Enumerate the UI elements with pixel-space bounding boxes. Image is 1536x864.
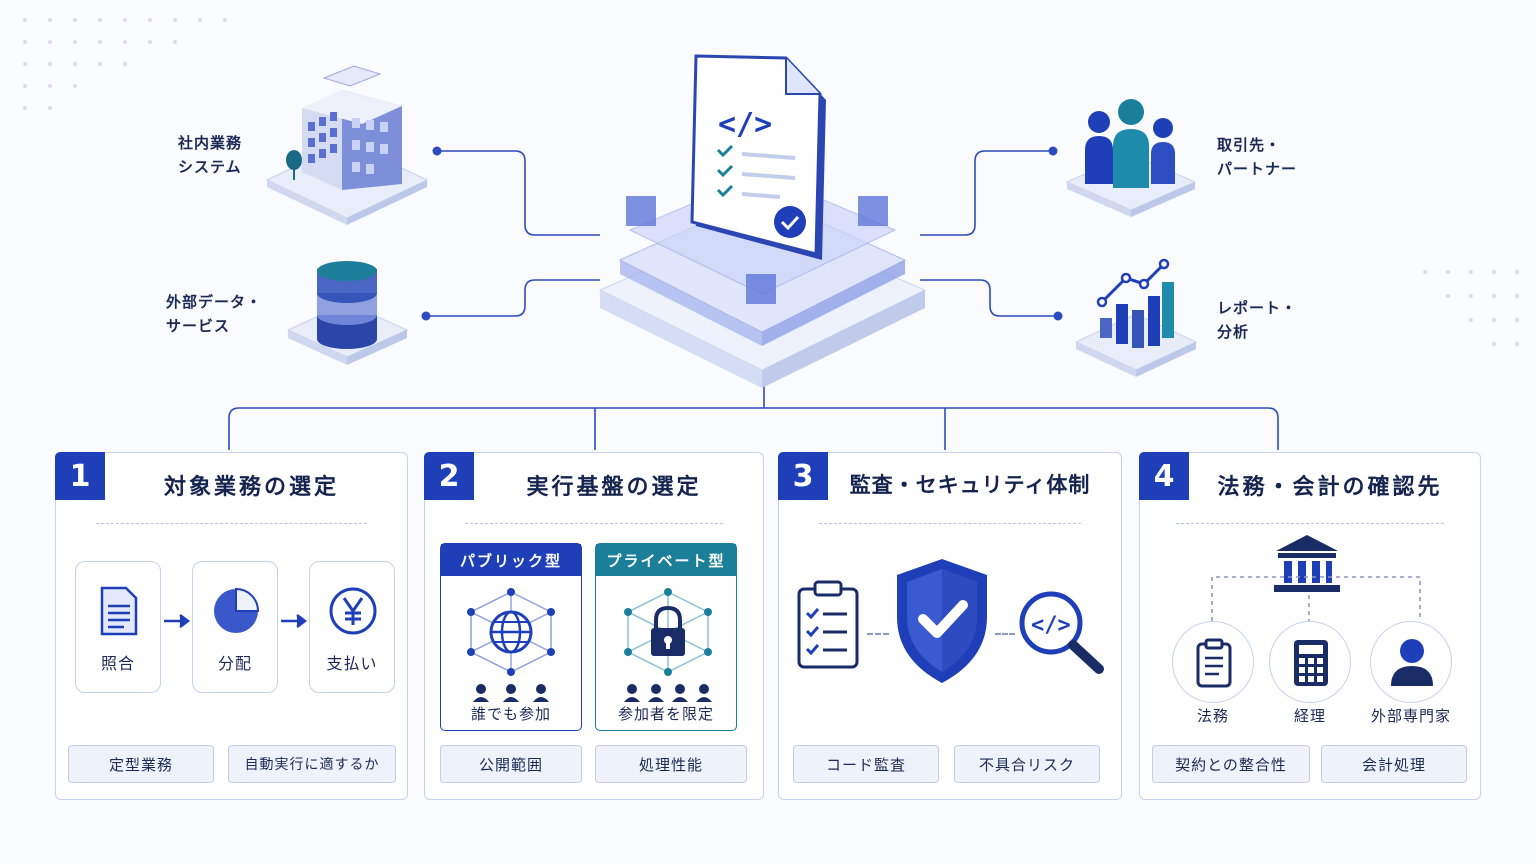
panel-3-divider [819,523,1081,524]
yen-icon [329,587,377,635]
step-label: 分配 [217,654,252,673]
panel-4: 4 法務・会計の確認先 法務 [1139,452,1481,800]
dash-connector [995,633,1015,635]
contract-document-icon: </> [598,54,927,388]
panel-3-number: 3 [778,452,828,500]
code-search-icon: </> [1019,591,1104,674]
panel-1-number: 1 [55,452,105,500]
expert-accounting [1269,621,1351,703]
panel-3-title: 監査・セキュリティ体制 [849,473,1091,497]
chip-automation-fit: 自動実行に適するか [228,745,396,783]
calculator-icon [1294,640,1328,686]
panel-2: 2 実行基盤の選定 パブリック型 誰でも参加 [424,452,764,800]
expert-external-specialist [1370,621,1452,703]
svg-text:</>: </> [1031,613,1071,638]
public-type-label: 誰でも参加 [470,705,551,723]
building-icon [265,65,429,225]
lock-network-icon [624,588,712,702]
label-internal-system: 社内業務 システム [178,134,243,176]
public-type-card: パブリック型 誰でも参加 [440,543,582,731]
label-partners: 取引先・ パートナー [1217,136,1298,178]
private-type-header: プライベート型 [596,544,736,576]
chip-performance: 処理性能 [595,745,747,783]
panel-2-number: 2 [424,452,474,500]
pie-chart-icon [214,587,260,633]
expert-legal [1172,621,1254,703]
panel-4-number: 4 [1139,452,1189,500]
chip-routine-work: 定型業務 [68,745,214,783]
bank-icon [1274,535,1340,592]
clipboard-icon [1196,638,1232,688]
panel-3: 3 監査・セキュリティ体制 </> コード監査 不具合リスク [778,452,1122,800]
label-external-data: 外部データ・ サービス [166,293,263,335]
label-reports: レポート・ 分析 [1217,299,1298,341]
expert-label: 経理 [1293,707,1326,725]
public-type-header: パブリック型 [441,544,581,576]
database-icon [286,261,409,365]
chip-accounting-treatment: 会計処理 [1321,745,1467,783]
private-type-label: 参加者を限定 [617,705,714,723]
panel-4-divider [1176,523,1444,524]
panel-4-title: 法務・会計の確認先 [1217,475,1443,500]
chip-defect-risk: 不具合リスク [954,745,1100,783]
expert-connectors [1211,576,1421,621]
shield-check-icon [897,559,987,683]
person-icon [1391,639,1433,686]
step-matching: 照合 [75,561,161,693]
chart-icon [1074,258,1198,377]
clipboard-icon [797,580,859,669]
panel-1-title: 対象業務の選定 [163,475,339,500]
chip-code-audit: コード監査 [793,745,939,783]
step-label: 照合 [100,654,135,673]
panel-2-divider [465,523,723,524]
expert-label: 外部専門家 [1370,707,1451,725]
svg-text:</>: </> [718,107,772,142]
chip-contract-consistency: 契約との整合性 [1152,745,1310,783]
step-payment: 支払い [309,561,395,693]
step-label: 支払い [326,654,378,673]
people-icon [1065,99,1197,217]
panel-2-title: 実行基盤の選定 [526,475,702,500]
arrow-right-icon [164,614,191,628]
dash-connector [867,633,889,635]
document-icon [100,586,138,636]
panel-1: 1 対象業務の選定 照合 分配 支払い 定型業務 自動 [55,452,408,800]
chip-public-scope: 公開範囲 [440,745,582,783]
private-type-card: プライベート型 参加者を限定 [595,543,737,731]
globe-network-icon [467,588,555,702]
expert-label: 法務 [1196,707,1229,725]
panel-1-divider [96,523,367,524]
step-distribution: 分配 [192,561,278,693]
arrow-right-icon [281,614,308,628]
